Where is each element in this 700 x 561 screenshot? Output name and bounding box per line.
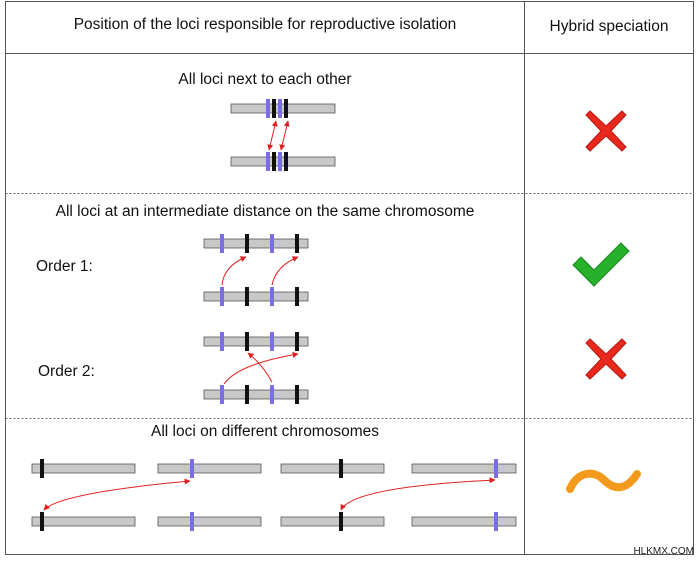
locus-blue (220, 234, 224, 253)
locus-blue (220, 287, 224, 306)
locus-blue (270, 287, 274, 306)
chromosome-bar (230, 156, 336, 167)
locus-black (245, 332, 249, 351)
order2-arrow (223, 351, 299, 385)
locus-black (284, 99, 288, 118)
locus-black (272, 152, 276, 171)
chromosome-bar (280, 516, 385, 527)
watermark: HLKMX.COM (633, 546, 694, 557)
locus-black (295, 385, 299, 404)
locus-black (339, 512, 343, 531)
header-right-title: Hybrid speciation (549, 18, 669, 35)
chromosome-bar (157, 463, 262, 474)
table-border (5, 1, 694, 555)
locus-blue (266, 152, 270, 171)
chromosome-bar (157, 516, 262, 527)
order2-arrow (247, 352, 273, 383)
locus-blue (278, 152, 282, 171)
row1-chromosomes (230, 99, 336, 171)
locus-blue (270, 234, 274, 253)
order1-arrow (271, 256, 299, 286)
locus-black (245, 287, 249, 306)
order1-label: Order 1: (36, 258, 93, 275)
locus-black (295, 234, 299, 253)
locus-blue (190, 512, 194, 531)
locus-black (245, 234, 249, 253)
red-cross-icon (585, 110, 627, 152)
locus-blue (494, 459, 498, 478)
locus-black (295, 332, 299, 351)
chromosome-bar (203, 238, 309, 249)
chromosome-bar (31, 463, 136, 474)
chromosome-bar (203, 389, 309, 400)
locus-black (284, 152, 288, 171)
locus-black (272, 99, 276, 118)
chromosome-bar (203, 291, 309, 302)
locus-black (40, 459, 44, 478)
locus-blue (494, 512, 498, 531)
locus-black (295, 287, 299, 306)
red-cross-icon (585, 338, 627, 380)
swap-arrow (279, 120, 290, 151)
translocation-arrow (340, 477, 496, 511)
row3-title: All loci on different chromosomes (150, 423, 379, 440)
locus-blue (190, 459, 194, 478)
order2-label: Order 2: (38, 363, 95, 380)
chromosome-bar (411, 516, 517, 527)
locus-blue (270, 385, 274, 404)
locus-blue (270, 332, 274, 351)
orange-tilde-icon (566, 469, 641, 493)
locus-blue (266, 99, 270, 118)
row3-chromosomes (31, 459, 517, 531)
locus-black (245, 385, 249, 404)
locus-black (40, 512, 44, 531)
order2-chromosomes (203, 332, 309, 404)
order1-chromosomes (203, 234, 309, 306)
swap-arrow (267, 120, 278, 151)
chromosome-bar (280, 463, 385, 474)
order1-arrow (221, 256, 247, 286)
chromosome-bar (203, 336, 309, 347)
green-check-icon (572, 242, 630, 287)
chromosome-bar (31, 516, 136, 527)
locus-blue (220, 385, 224, 404)
chromosome-bar (230, 103, 336, 114)
chromosome-bar (411, 463, 517, 474)
locus-black (339, 459, 343, 478)
translocation-arrow (43, 478, 191, 511)
row2-title: All loci at an intermediate distance on … (55, 203, 475, 220)
locus-blue (278, 99, 282, 118)
locus-blue (220, 332, 224, 351)
header-left-title: Position of the loci responsible for rep… (73, 16, 457, 33)
row1-title: All loci next to each other (178, 71, 352, 88)
